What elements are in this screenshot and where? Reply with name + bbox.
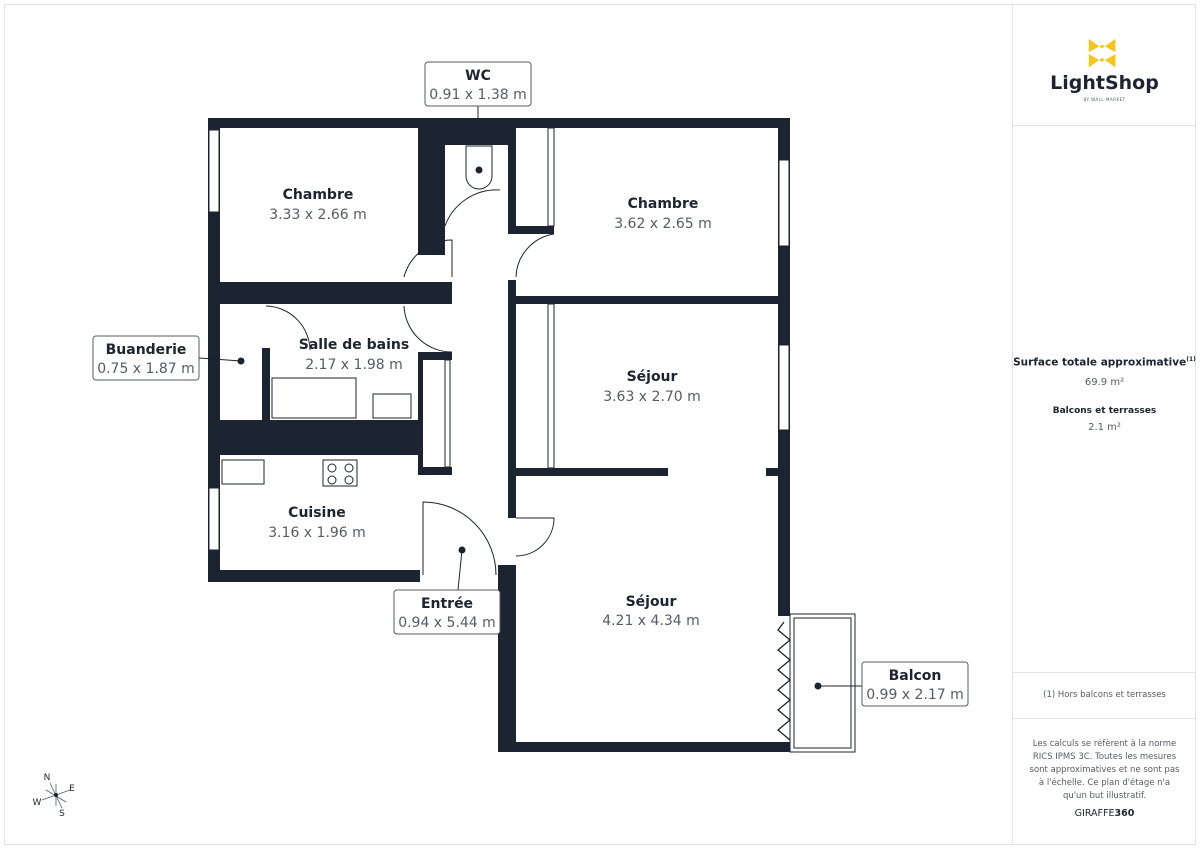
room-name: Buanderie	[106, 342, 187, 358]
room-name: Entrée	[421, 596, 473, 612]
brand-logo-icon	[1088, 38, 1116, 68]
compass-w: W	[33, 798, 42, 808]
room-dims: 0.94 x 5.44 m	[398, 615, 496, 631]
compass: N E S W	[33, 773, 76, 819]
info-panel: LightShop BY WALL-MARKET Surface totale …	[1012, 4, 1196, 845]
room-dims: 2.17 x 1.98 m	[305, 357, 403, 373]
room-dims: 3.63 x 2.70 m	[603, 389, 701, 405]
door-swings	[265, 189, 555, 576]
balcony-area-label: Balcons et terrasses	[1052, 406, 1157, 416]
windows	[208, 129, 790, 551]
fixtures	[221, 127, 856, 753]
room-dims: 0.91 x 1.38 m	[429, 87, 527, 103]
brand-tagline: BY WALL-MARKET	[1083, 97, 1126, 102]
total-area-note: (1)	[1186, 356, 1196, 363]
brand-name: LightShop	[1050, 72, 1159, 94]
callout-leaders	[198, 106, 862, 687]
cooktop	[322, 459, 358, 487]
page-frame	[4, 4, 1196, 845]
room-name: WC	[465, 68, 491, 84]
room-dims: 3.62 x 2.65 m	[614, 216, 712, 232]
balcony-area-value: 2.1 m²	[1088, 422, 1121, 433]
bathtub	[271, 377, 357, 419]
compass-n: N	[44, 773, 51, 783]
disclaimer: Les calculs se réfèrent à la norme RICS …	[1029, 739, 1180, 801]
credit-number: 360	[1114, 808, 1135, 819]
sink	[372, 393, 412, 419]
credit-logo: GIRAFFE360	[1013, 808, 1196, 819]
room-dims: 4.21 x 4.34 m	[602, 613, 700, 629]
room-name: Chambre	[283, 187, 354, 203]
room-name: Cuisine	[288, 505, 346, 521]
room-dims: 0.75 x 1.87 m	[97, 361, 195, 377]
callout-boxes	[92, 61, 969, 707]
kitchen-sink	[221, 459, 265, 485]
room-name: Balcon	[889, 668, 942, 684]
room-dims: 3.33 x 2.66 m	[269, 207, 367, 223]
credit-text: GIRAFFE	[1074, 808, 1115, 819]
total-area-label: Surface totale approximative	[1013, 356, 1187, 369]
total-area-value: 69.9 m²	[1084, 377, 1125, 388]
room-name: Séjour	[626, 594, 677, 610]
room-name: Séjour	[627, 369, 678, 385]
room-name: Salle de bains	[299, 337, 409, 353]
room-dims: 3.16 x 1.96 m	[268, 525, 366, 541]
footnote: (1) Hors balcons et terrasses	[1043, 690, 1166, 700]
compass-s: S	[59, 809, 65, 819]
room-name: Chambre	[628, 196, 699, 212]
toilet	[465, 145, 493, 190]
floor-plan: Chambre 3.33 x 2.66 m Chambre 3.62 x 2.6…	[33, 61, 969, 819]
compass-e: E	[69, 784, 75, 794]
room-dims: 0.99 x 2.17 m	[866, 687, 964, 703]
